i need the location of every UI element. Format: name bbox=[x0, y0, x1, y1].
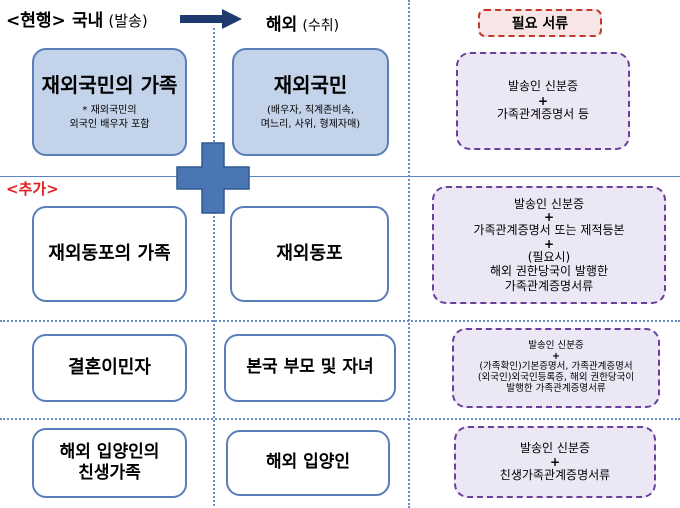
doc-line: 발행한 가족관계증명서류 bbox=[506, 382, 606, 394]
domestic-header: 국내 (발송) bbox=[72, 6, 148, 31]
row-divider-2 bbox=[0, 418, 680, 420]
overseas-box-overseas-nationals: 재외국민 (배우자, 직계존비속, 며느리, 사위, 형제자매) bbox=[232, 48, 389, 156]
overseas-header-sub: (수취) bbox=[302, 18, 340, 34]
plus-separator: + bbox=[552, 351, 560, 363]
doc-line: 가족관계증명서 또는 제적등본 bbox=[473, 223, 625, 238]
domestic-note-line-2: 외국인 배우자 포함 bbox=[69, 118, 150, 130]
domestic-box-overseas-koreans-family: 재외동포의 가족 bbox=[32, 206, 187, 302]
required-docs-tag: 필요 서류 bbox=[478, 9, 602, 37]
domestic-box-overseas-nationals-family: 재외국민의 가족 * 재외국민의 외국인 배우자 포함 bbox=[32, 48, 187, 156]
required-docs-row-1: 발송인 신분증 + 가족관계증명서 등 bbox=[456, 52, 630, 150]
domestic-title-line-2: 친생가족 bbox=[78, 463, 141, 483]
domestic-title-line-1: 해외 입양인의 bbox=[59, 441, 160, 462]
doc-line: 발송인 신분증 bbox=[507, 79, 579, 94]
required-docs-row-3: 발송인 신분증 + (가족확인)기본증명서, 가족관계증명서 (외국인)외국인등… bbox=[452, 328, 660, 408]
arrow-right-icon bbox=[180, 9, 242, 29]
overseas-box-home-country-parents-children: 본국 부모 및 자녀 bbox=[224, 334, 396, 402]
domestic-title: 결혼이민자 bbox=[68, 356, 151, 378]
overseas-title: 재외국민 bbox=[273, 73, 348, 97]
domestic-header-sub: (발송) bbox=[108, 12, 148, 30]
overseas-title: 해외 입양인 bbox=[265, 452, 351, 473]
domestic-note: * 재외국민의 외국인 배우자 포함 bbox=[70, 104, 150, 131]
overseas-box-overseas-koreans: 재외동포 bbox=[230, 206, 389, 302]
overseas-note-line-1: (배우자, 직계존비속, bbox=[266, 105, 355, 116]
plus-separator: + bbox=[549, 455, 561, 469]
domestic-box-adoptee-birth-family: 해외 입양인의 친생가족 bbox=[32, 428, 187, 498]
plus-cross-icon bbox=[176, 142, 250, 214]
doc-line: (가족확인)기본증명서, 가족관계증명서 bbox=[479, 360, 633, 372]
plus-separator: + bbox=[543, 236, 555, 251]
section-divider bbox=[0, 176, 680, 177]
domestic-box-marriage-migrants: 결혼이민자 bbox=[32, 334, 187, 402]
required-docs-row-4: 발송인 신분증 + 친생가족관계증명서류 bbox=[454, 426, 656, 498]
overseas-title: 재외동포 bbox=[276, 242, 343, 264]
domestic-title: 재외동포의 가족 bbox=[48, 242, 171, 264]
added-label: <추가> bbox=[6, 180, 59, 198]
doc-line: 발송인 신분증 bbox=[528, 340, 584, 352]
doc-line: 가족관계증명서류 bbox=[504, 278, 594, 293]
current-label: <현행> bbox=[6, 11, 66, 31]
doc-line: 발송인 신분증 bbox=[519, 441, 591, 455]
doc-line: 발송인 신분증 bbox=[513, 197, 585, 212]
overseas-title: 본국 부모 및 자녀 bbox=[246, 357, 374, 378]
domestic-header-label: 국내 bbox=[72, 11, 104, 31]
overseas-header-label: 해외 bbox=[266, 15, 298, 35]
overseas-note: (배우자, 직계존비속, 며느리, 사위, 형제자매) bbox=[261, 104, 360, 131]
required-docs-row-2: 발송인 신분증 + 가족관계증명서 또는 제적등본 + (필요시) 해외 권한당… bbox=[432, 186, 666, 304]
overseas-note-line-2: 며느리, 사위, 형제자매) bbox=[260, 118, 361, 130]
overseas-header: 해외 (수취) bbox=[266, 10, 339, 35]
plus-separator: + bbox=[537, 94, 549, 108]
doc-line: 친생가족관계증명서류 bbox=[499, 468, 611, 482]
overseas-box-overseas-adoptee: 해외 입양인 bbox=[226, 430, 390, 496]
doc-line: (필요시) bbox=[527, 249, 571, 264]
domestic-title: 재외국민의 가족 bbox=[41, 73, 178, 97]
column-divider-2 bbox=[408, 0, 410, 508]
doc-line: 가족관계증명서 등 bbox=[496, 107, 590, 121]
domestic-note-line-1: * 재외국민의 bbox=[82, 105, 137, 116]
row-divider-1 bbox=[0, 320, 680, 322]
doc-line: 해외 권한당국이 발행한 bbox=[489, 264, 609, 279]
plus-separator: + bbox=[543, 210, 555, 225]
column-divider-1 bbox=[213, 28, 215, 506]
doc-line: (외국인)외국인등록증, 해외 권한당국이 bbox=[477, 371, 635, 383]
